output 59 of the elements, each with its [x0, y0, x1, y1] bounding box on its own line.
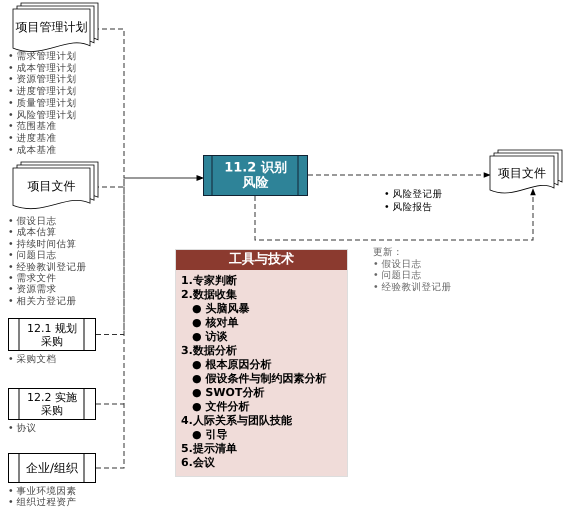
list-item: 6.会议 [181, 456, 215, 470]
list-item: • 协议 [8, 423, 37, 434]
note-label: • 经验教训登记册 [373, 281, 452, 294]
list-item: • 组织过程资产 [8, 498, 77, 508]
list-item: • 假设日志 [8, 216, 58, 227]
list-item: 2.数据收集 [181, 288, 237, 302]
list-item: ● 核对单 [192, 316, 238, 330]
list-item: 3.数据分析 [181, 344, 237, 358]
document-shape [490, 150, 562, 196]
list-item: • 成本基准 [8, 144, 58, 156]
node-label: 企业/组织 [24, 460, 80, 476]
node-label: 项目文件 [497, 164, 547, 182]
arrow [96, 175, 204, 468]
note-label: • 假设日志 [373, 258, 422, 270]
list-item: • 需求管理计划 [8, 51, 77, 63]
document-shape [13, 162, 98, 212]
process-box [8, 388, 96, 420]
list-item: • 经验教训登记册 [8, 262, 87, 273]
list-item: • 进度管理计划 [8, 86, 77, 98]
arrow [254, 188, 536, 240]
list-item: ● 根本原因分析 [192, 358, 272, 372]
list-item: • 持续时间估算 [8, 238, 78, 250]
list-item: ● 文件分析 [192, 400, 250, 414]
list-item: ● 访谈 [192, 330, 228, 344]
list-item: • 质量管理计划 [8, 98, 77, 110]
list-item: 1.专家判断 [181, 274, 237, 288]
list-item: • 需求文件 [8, 273, 58, 284]
list-item: • 成本估算 [8, 227, 58, 239]
list-item: • 成本管理计划 [8, 62, 77, 74]
list-item: • 问题日志 [8, 250, 58, 262]
panel-heading: 工具与技术 [176, 250, 347, 270]
arrow [308, 172, 491, 178]
list-item: • 范围基准 [8, 121, 58, 133]
process-box [8, 453, 96, 483]
node-label: 11.2 识别风险 [223, 160, 288, 192]
note-label: • 风险报告 [384, 201, 433, 214]
list-item: • 相关方登记册 [8, 296, 78, 308]
node-label: 12.2 实施采购 [27, 390, 77, 418]
list-item: ● 引导 [192, 428, 228, 442]
list-item: ● 假设条件与制约因素分析 [192, 372, 326, 386]
list-item: • 进度基准 [8, 132, 58, 145]
list-item: • 采购文档 [8, 354, 57, 365]
list-item: 4.人际关系与团队技能 [181, 414, 292, 428]
list-item: • 事业环境因素 [8, 487, 77, 497]
note-label: • 问题日志 [373, 269, 422, 282]
list-item: ● SWOT分析 [192, 386, 264, 400]
node-label: 12.1 规划采购 [27, 321, 77, 348]
process-box [8, 318, 96, 351]
list-item: ● 头脑风暴 [192, 302, 250, 316]
process-box [203, 155, 308, 196]
list-item: • 资源管理计划 [8, 74, 77, 86]
node-label: 项目管理计划 [14, 19, 88, 36]
note-label: • 风险登记册 [384, 188, 443, 201]
list-item: 5.提示清单 [181, 442, 237, 456]
tools-panel [175, 249, 348, 477]
list-item: • 风险管理计划 [8, 110, 77, 121]
note-label: 更新： [373, 246, 403, 259]
node-label: 项目文件 [26, 178, 76, 195]
list-item: • 资源需求 [8, 284, 58, 296]
